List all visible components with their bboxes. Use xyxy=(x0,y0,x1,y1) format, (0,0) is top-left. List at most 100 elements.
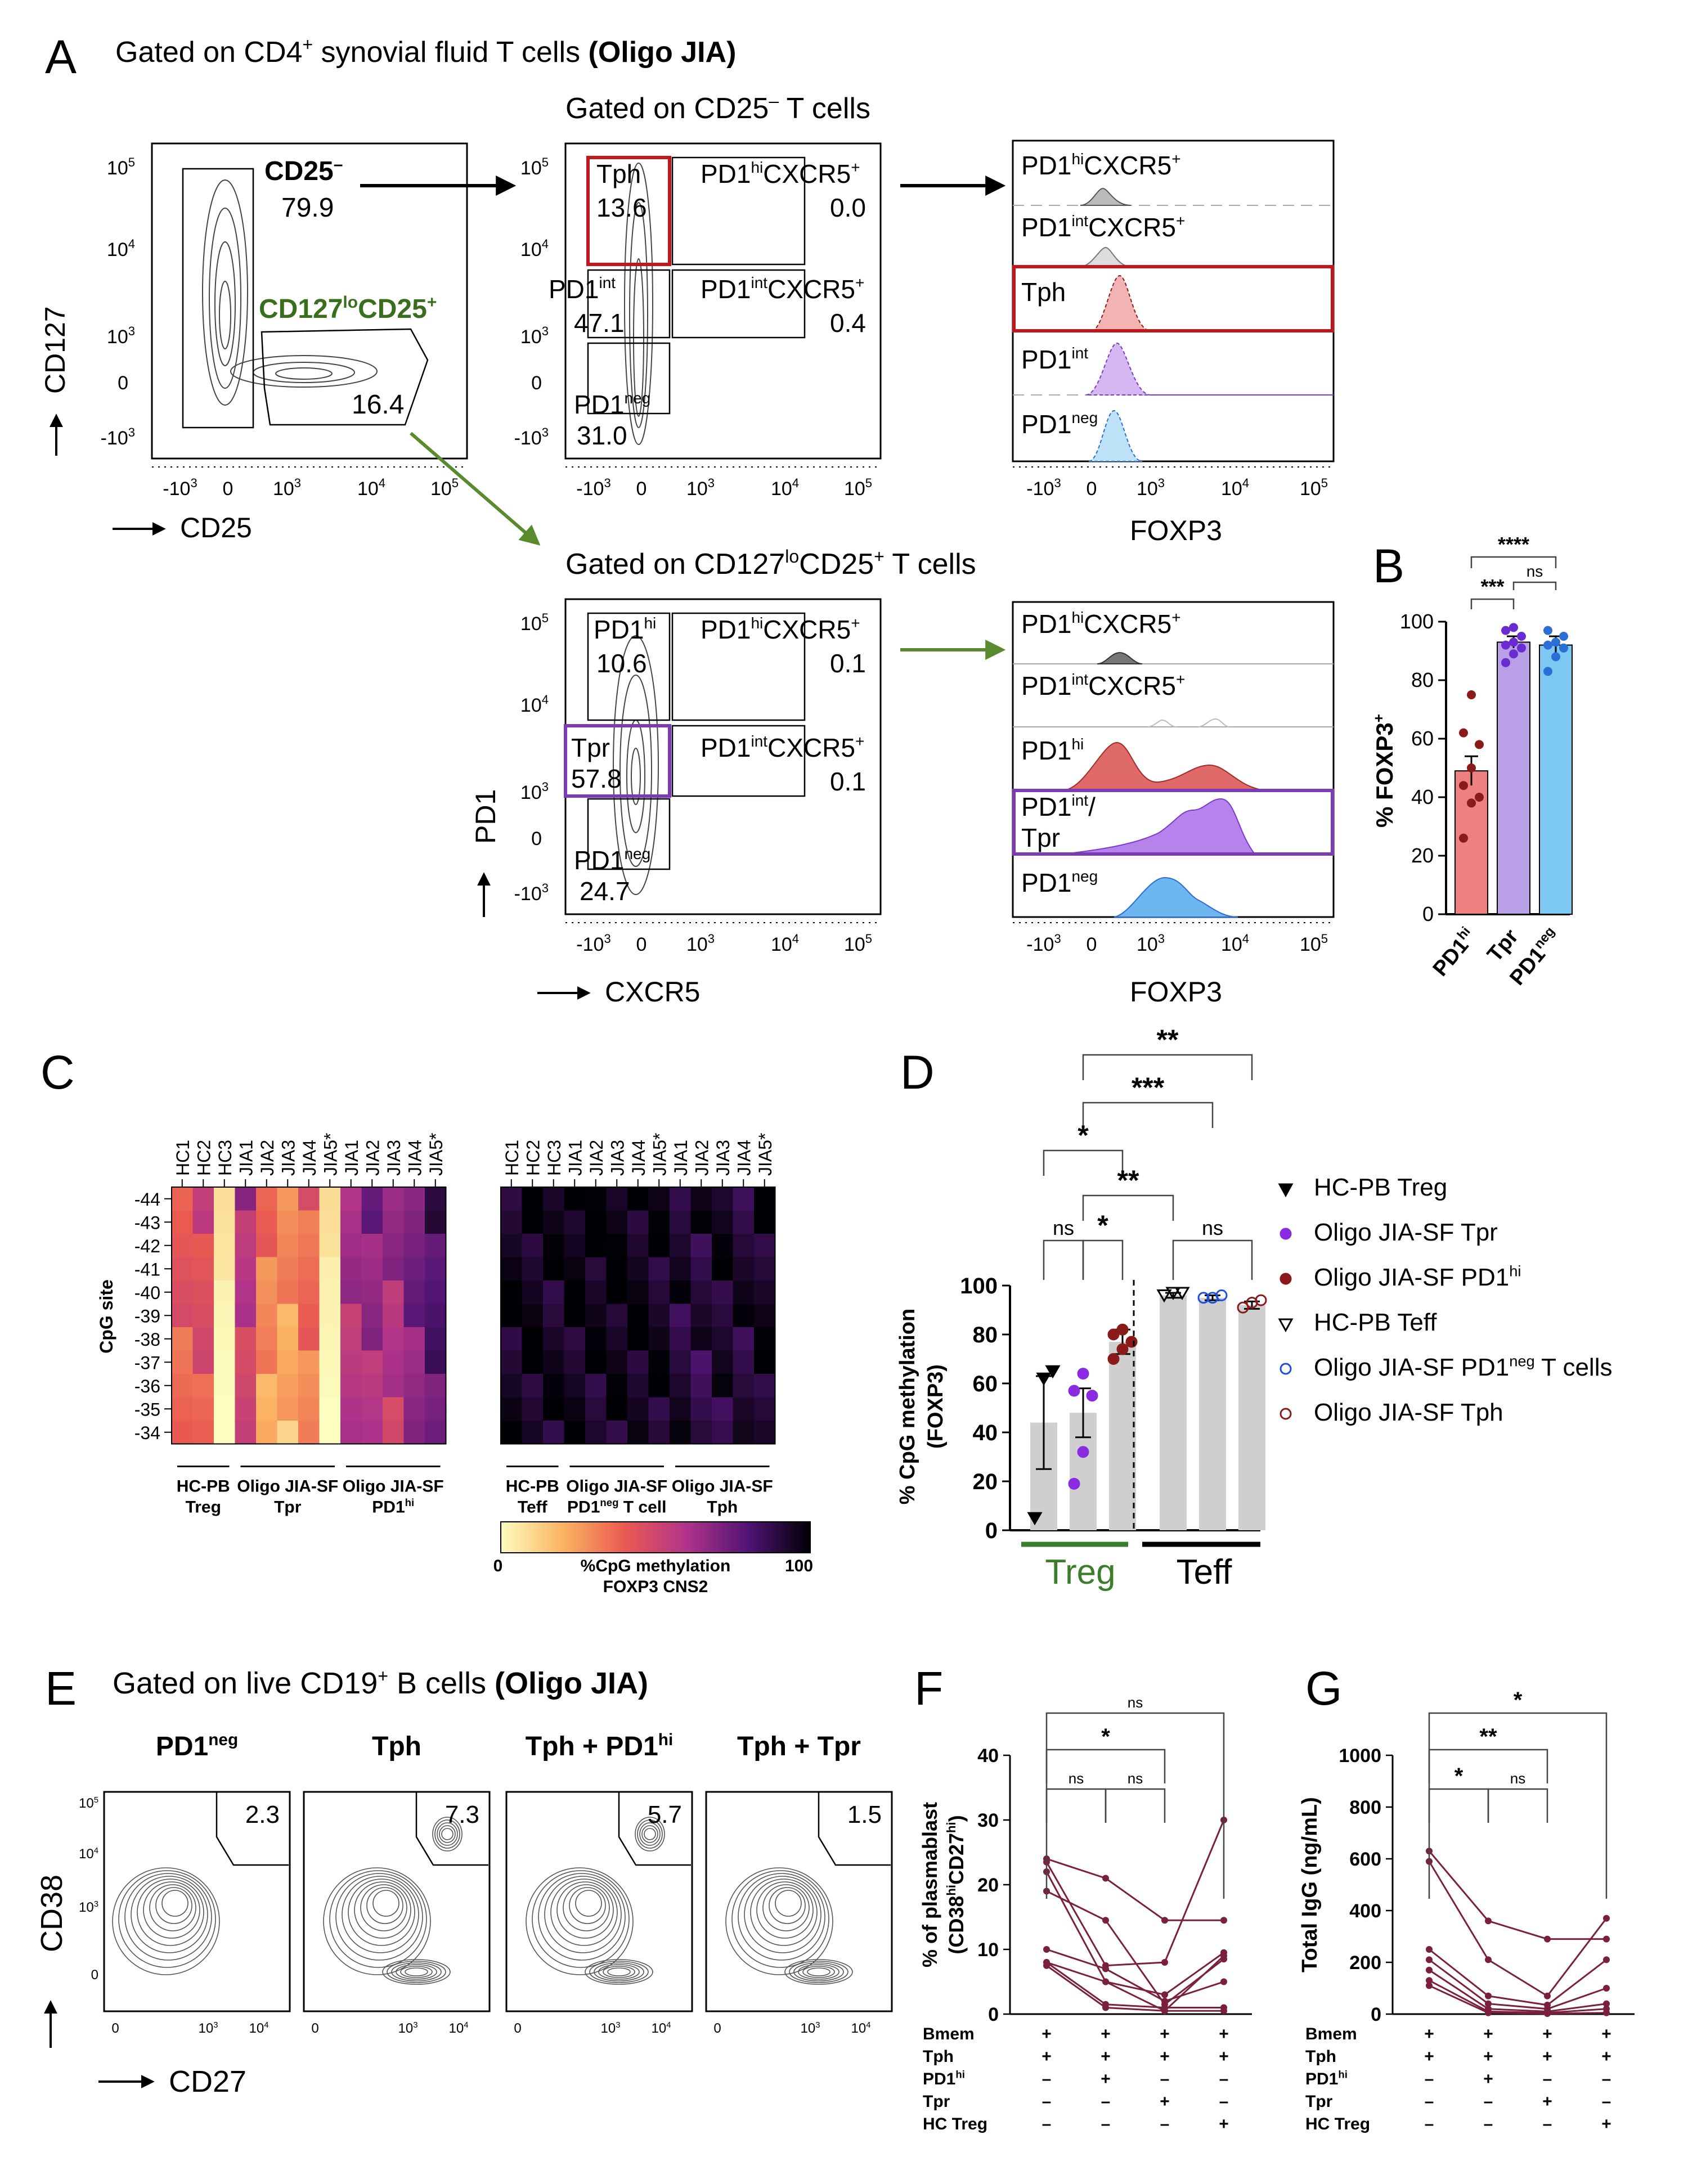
heatmap-cell xyxy=(733,1374,755,1397)
svg-text:PD1int/: PD1int/ xyxy=(1021,792,1096,821)
heatmap-cell xyxy=(585,1257,607,1281)
panel-a-title: Gated on CD4+ synovial fluid T cells (Ol… xyxy=(115,34,736,69)
f-cond-value: – xyxy=(1042,2070,1052,2088)
svg-text:104: 104 xyxy=(1221,476,1249,500)
e-density-contour xyxy=(575,1890,602,1917)
heatmap-cell xyxy=(585,1234,607,1257)
g-cond-label: Tpr xyxy=(1305,2092,1333,2111)
svg-text:103: 103 xyxy=(1137,476,1165,500)
heatmap-cell xyxy=(298,1327,320,1351)
heatmap-cell xyxy=(172,1397,193,1421)
svg-text:103: 103 xyxy=(273,476,301,500)
heatmap-cell xyxy=(564,1327,586,1351)
g-ytick-label: 0 xyxy=(1371,2004,1381,2025)
heatmap-cell xyxy=(733,1187,755,1211)
heatmap-cell xyxy=(383,1280,404,1304)
heatmap-cell xyxy=(298,1234,320,1257)
e-density-contour xyxy=(396,1964,437,1980)
e-ytick-label: 103 xyxy=(79,1900,98,1915)
d-sig-1-bracket xyxy=(1082,1102,1214,1128)
hist-bottom-labels: PD1hiCXCR5+ PD1intCXCR5+ PD1hi PD1int/ T… xyxy=(1021,609,1185,897)
b-point xyxy=(1467,763,1476,772)
heatmap-cell xyxy=(403,1397,425,1421)
b-point xyxy=(1509,623,1518,632)
plot3-ylabel: PD1 xyxy=(470,789,501,844)
heatmap-cell xyxy=(564,1397,586,1421)
panel-letter-e: E xyxy=(45,1662,77,1715)
e-density-contour xyxy=(391,1962,442,1981)
e-density-contour xyxy=(532,1870,630,1968)
heatmap-cell xyxy=(319,1350,341,1374)
d-sig-3-label: ** xyxy=(1117,1165,1139,1196)
heatmap-cell xyxy=(543,1421,564,1444)
panel-e-title: Gated on live CD19+ B cells (Oligo JIA) xyxy=(113,1666,648,1700)
d-sig-4-bracket xyxy=(1043,1239,1084,1280)
heatmap-cell xyxy=(690,1234,712,1257)
heatmap-col-label: JIA3 xyxy=(713,1140,733,1176)
heatmap-row-label: -34 xyxy=(134,1423,160,1443)
e-gate-value: 2.3 xyxy=(245,1801,280,1828)
plot1-ylabel: CD127 xyxy=(39,306,71,394)
g-point xyxy=(1426,1956,1433,1963)
g-point xyxy=(1544,1935,1551,1943)
heatmap-cell xyxy=(277,1257,299,1281)
heatmap-cell xyxy=(403,1374,425,1397)
d-bar xyxy=(1238,1305,1265,1530)
plot2-x-ticks: -103 0 103 104 105 xyxy=(576,476,872,500)
svg-text:105: 105 xyxy=(107,155,135,179)
heatmap-cell xyxy=(214,1421,235,1444)
f-point xyxy=(1102,1917,1109,1924)
e-density-contour xyxy=(635,1817,665,1852)
heatmap-cell xyxy=(298,1374,320,1397)
heatmap-cell xyxy=(585,1397,607,1421)
heatmap-cell xyxy=(214,1210,235,1234)
heatmap-cell xyxy=(403,1327,425,1351)
heatmap-cell xyxy=(670,1327,691,1351)
heatmap-cell xyxy=(192,1257,214,1281)
heatmap-cell xyxy=(277,1280,299,1304)
e-xtick-label: 104 xyxy=(851,2021,871,2036)
e-density-contour xyxy=(793,1962,844,1981)
plot1-x-ticks: -103 0 103 104 105 xyxy=(163,476,459,500)
heatmap-cell xyxy=(564,1350,586,1374)
heatmap-cell xyxy=(670,1304,691,1328)
d-sig-5-bracket xyxy=(1082,1239,1124,1280)
heatmap-cell xyxy=(319,1327,341,1351)
d-ytick-label: 20 xyxy=(973,1470,998,1494)
heatmap-cell xyxy=(383,1350,404,1374)
g-sig-1-bracket xyxy=(1428,1749,1548,1783)
heatmap-group-label2: Tpr xyxy=(274,1498,302,1517)
svg-text:0: 0 xyxy=(1087,478,1097,500)
svg-text:104: 104 xyxy=(771,476,799,500)
g-series-line xyxy=(1429,1948,1607,2006)
g-cond-label: Tph xyxy=(1305,2047,1336,2066)
heatmap-cell xyxy=(670,1421,691,1444)
heatmap-cell xyxy=(256,1350,277,1374)
heatmap-cell xyxy=(585,1280,607,1304)
heatmap-cell xyxy=(256,1210,277,1234)
heatmap-cell xyxy=(606,1350,628,1374)
d-point xyxy=(1068,1477,1080,1490)
g-point xyxy=(1603,1956,1610,1963)
e-density-contour xyxy=(382,1959,451,1985)
heatmap-cell xyxy=(319,1421,341,1444)
svg-text:103: 103 xyxy=(686,476,715,500)
heatmap-cell xyxy=(192,1304,214,1328)
f-cond-value: + xyxy=(1041,2047,1052,2066)
d-legend-marker xyxy=(1280,1363,1292,1375)
f-sig-0-label: ns xyxy=(1128,1694,1143,1711)
e-gate-value: 5.7 xyxy=(648,1801,682,1828)
heatmap-cell xyxy=(670,1210,691,1234)
heatmap-cell xyxy=(425,1234,446,1257)
heatmap-cell xyxy=(712,1210,733,1234)
svg-text:PD1int: PD1int xyxy=(549,274,616,304)
heatmap-cell xyxy=(192,1350,214,1374)
svg-text:-103: -103 xyxy=(1026,932,1061,955)
g-point xyxy=(1485,1956,1492,1963)
d-sig-0-label: ** xyxy=(1157,1024,1179,1055)
svg-text:-103: -103 xyxy=(576,932,610,955)
f-series-line xyxy=(1045,1819,1225,1967)
f-cond-value: – xyxy=(1219,2092,1229,2111)
heatmap-cell xyxy=(361,1304,383,1328)
